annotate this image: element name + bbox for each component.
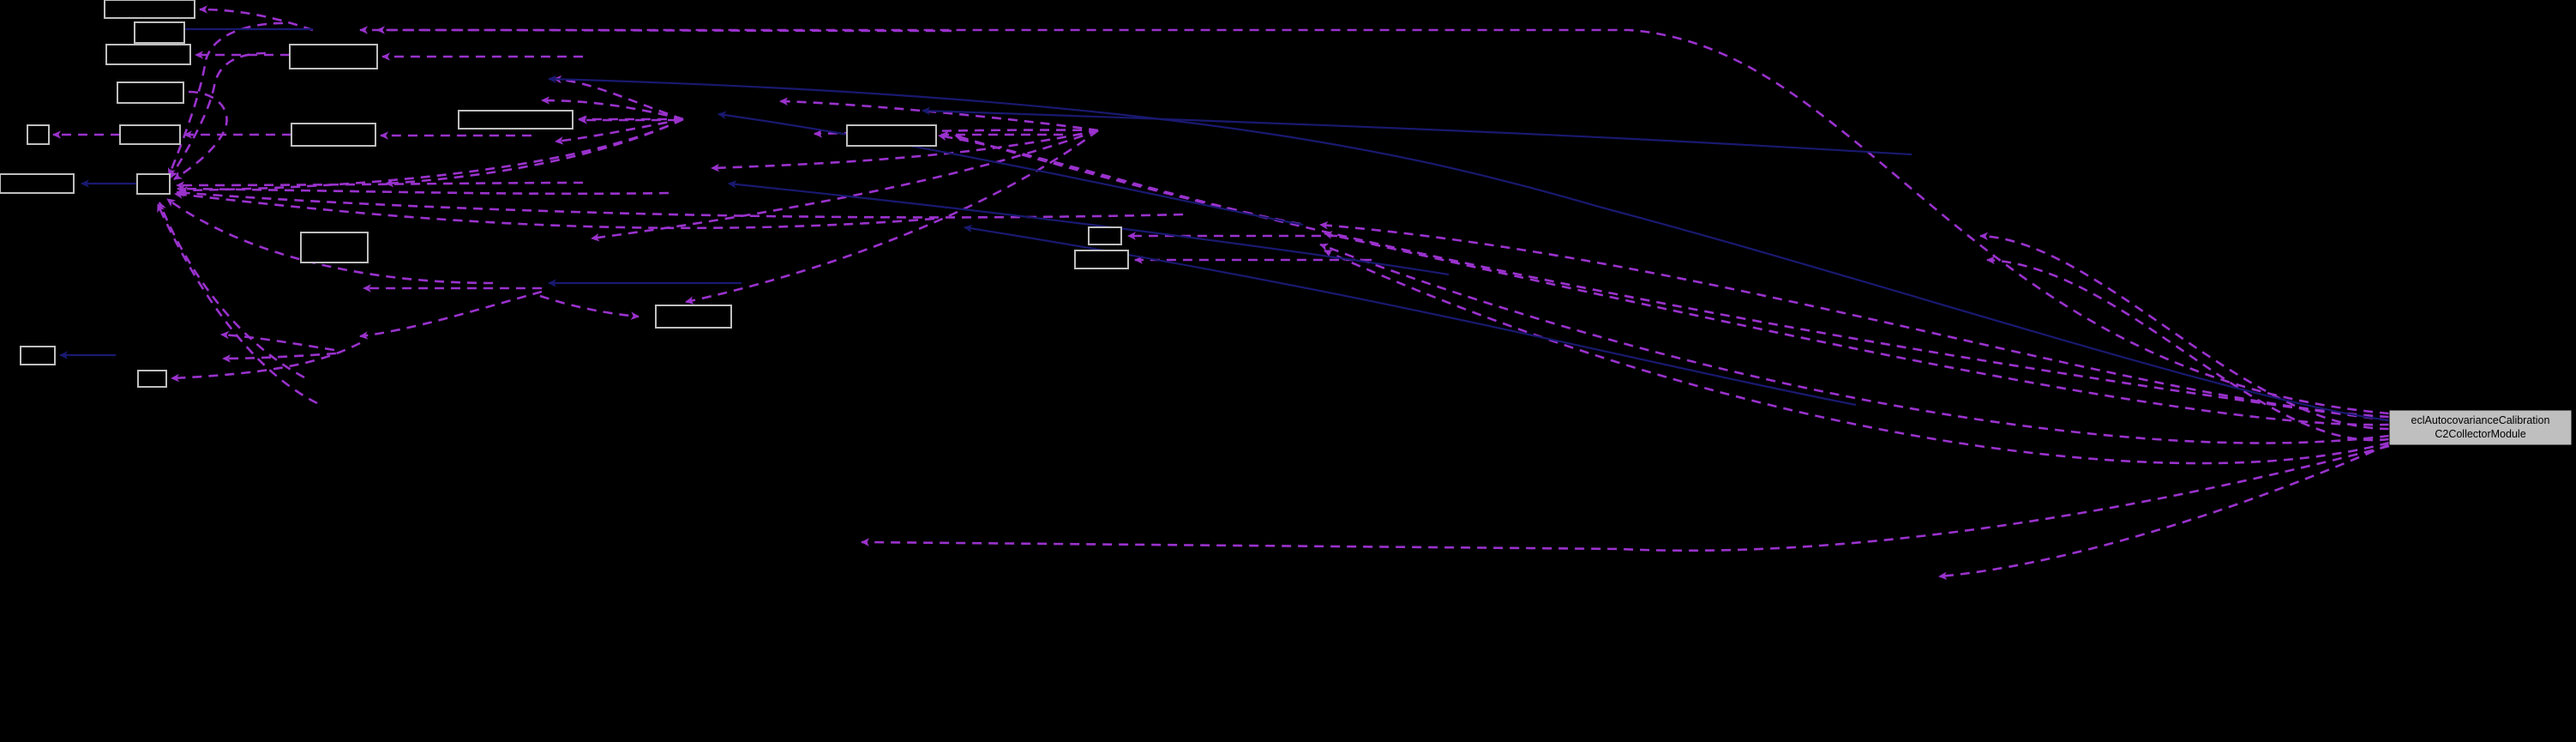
focus-node-label-line1: eclAutocovarianceCalibration — [2411, 414, 2550, 426]
node-box[interactable] — [289, 44, 378, 69]
node-box[interactable] — [104, 0, 195, 19]
node-box[interactable] — [458, 110, 573, 130]
edge-inherit — [718, 111, 1304, 226]
edge-usage — [385, 118, 684, 188]
edge-usage — [171, 341, 361, 383]
focus-node-label-line2: C2CollectorModule — [2435, 428, 2525, 440]
node-box-group — [27, 124, 50, 145]
node-box[interactable] — [136, 173, 171, 195]
node-box-group — [134, 21, 185, 44]
focus-node[interactable]: eclAutocovarianceCalibration C2Collector… — [2388, 409, 2573, 446]
edge-usage — [156, 203, 318, 405]
edge-usage — [179, 118, 684, 195]
node-box-group — [291, 123, 376, 147]
node-box-group — [1088, 226, 1122, 245]
node-box-group — [137, 370, 167, 388]
node-box-group — [117, 81, 184, 104]
edge-usage — [591, 129, 1099, 242]
edge-usage — [169, 51, 267, 178]
node-box-group — [20, 346, 56, 365]
focus-node-box[interactable] — [2388, 409, 2573, 446]
edge-usage — [1938, 443, 2390, 580]
node-box-group — [104, 0, 195, 19]
edge-usage — [954, 133, 2390, 422]
edge-usage — [199, 5, 314, 32]
edge-usage — [539, 294, 639, 320]
edge-usage — [222, 352, 337, 363]
node-box[interactable] — [134, 21, 185, 44]
inherit-edges — [59, 25, 2390, 422]
edge-usage — [555, 118, 684, 145]
edge-usage — [541, 96, 684, 121]
edge-usage — [359, 290, 543, 340]
edge-usage — [1324, 249, 2390, 465]
edge-usage — [176, 181, 584, 190]
edge-usage — [553, 75, 684, 121]
node-box[interactable] — [119, 124, 181, 145]
node-box[interactable] — [1088, 226, 1122, 245]
edge-usage — [1319, 220, 2390, 419]
edge-usage — [173, 90, 228, 181]
node-box-group — [458, 110, 573, 130]
edge-inherit — [728, 180, 1450, 276]
edge-usage — [359, 26, 952, 34]
node-box-group — [105, 44, 191, 65]
edge-usage — [1324, 231, 2390, 426]
edge-usage — [779, 97, 1099, 132]
edge-inherit — [548, 75, 2390, 422]
edge-usage — [158, 202, 305, 379]
node-box-group — [0, 173, 75, 194]
node-boxes[interactable] — [0, 0, 1129, 388]
edge-usage — [1979, 232, 2390, 431]
node-box[interactable] — [291, 123, 376, 147]
node-box-group — [119, 124, 181, 145]
node-box-group — [655, 305, 732, 329]
usage-edges — [52, 5, 2390, 580]
node-box[interactable] — [846, 124, 937, 147]
edge-usage — [1319, 243, 2390, 444]
edge-usage — [177, 184, 670, 196]
node-box[interactable] — [300, 232, 369, 263]
node-box[interactable] — [1074, 250, 1129, 269]
edge-usage — [685, 129, 1099, 305]
node-box[interactable] — [0, 173, 75, 194]
edge-usage — [376, 26, 2390, 415]
edge-inherit — [922, 106, 1912, 156]
edge-usage — [938, 132, 1301, 226]
node-box-group — [846, 124, 937, 147]
node-box-group — [289, 44, 378, 69]
edge-usage — [176, 188, 1184, 219]
node-box-group — [1074, 250, 1129, 269]
node-box[interactable] — [20, 346, 56, 365]
node-box-group — [300, 232, 369, 263]
edge-inherit — [964, 224, 1857, 407]
node-box-group — [136, 173, 171, 195]
edge-usage — [711, 129, 1099, 172]
node-box[interactable] — [655, 305, 732, 329]
node-box[interactable] — [137, 370, 167, 388]
edge-usage — [220, 330, 335, 352]
edge-usage — [1986, 256, 2390, 442]
node-box[interactable] — [27, 124, 50, 145]
edge-usage — [174, 190, 935, 230]
node-box[interactable] — [117, 81, 184, 104]
edge-usage — [861, 444, 2390, 552]
node-box[interactable] — [105, 44, 191, 65]
